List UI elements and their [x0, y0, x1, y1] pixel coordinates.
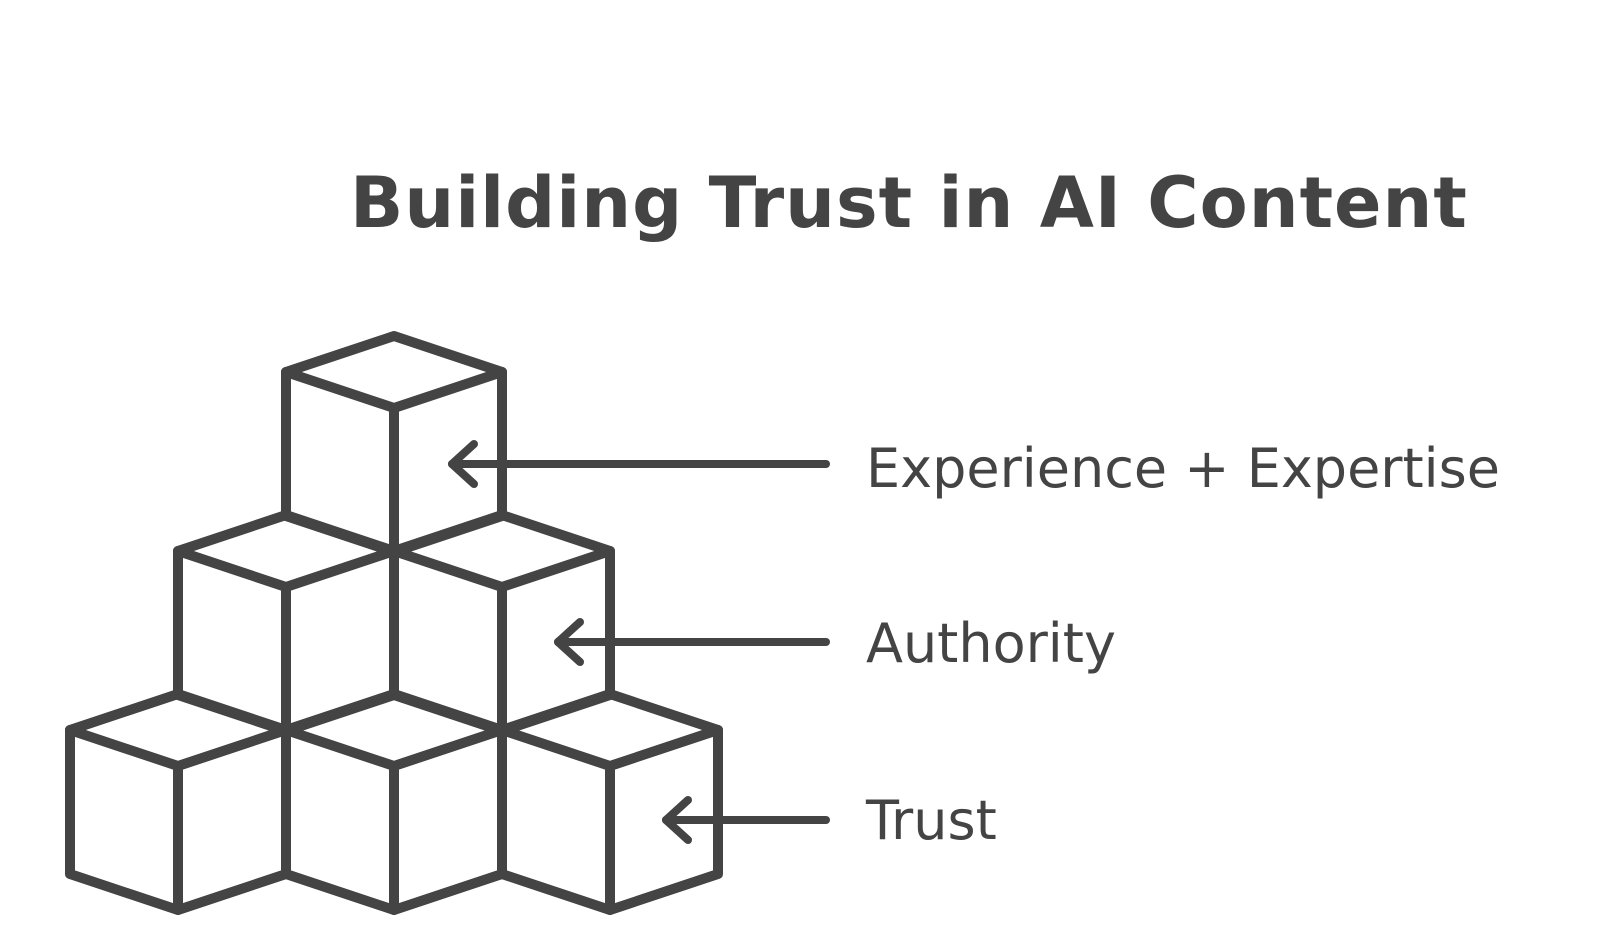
cube-bottom-2	[281, 689, 507, 915]
cube-bottom-1	[65, 689, 291, 915]
arrow-middle	[554, 618, 830, 666]
arrow-bottom	[662, 796, 830, 844]
arrow-top	[448, 440, 830, 488]
label-authority: Authority	[866, 612, 1116, 675]
label-experience-expertise: Experience + Expertise	[866, 437, 1501, 500]
label-trust: Trust	[866, 789, 997, 852]
cube-middle-1	[173, 510, 399, 736]
diagram-title: Building Trust in AI Content	[350, 162, 1468, 244]
cube-top	[281, 331, 507, 557]
